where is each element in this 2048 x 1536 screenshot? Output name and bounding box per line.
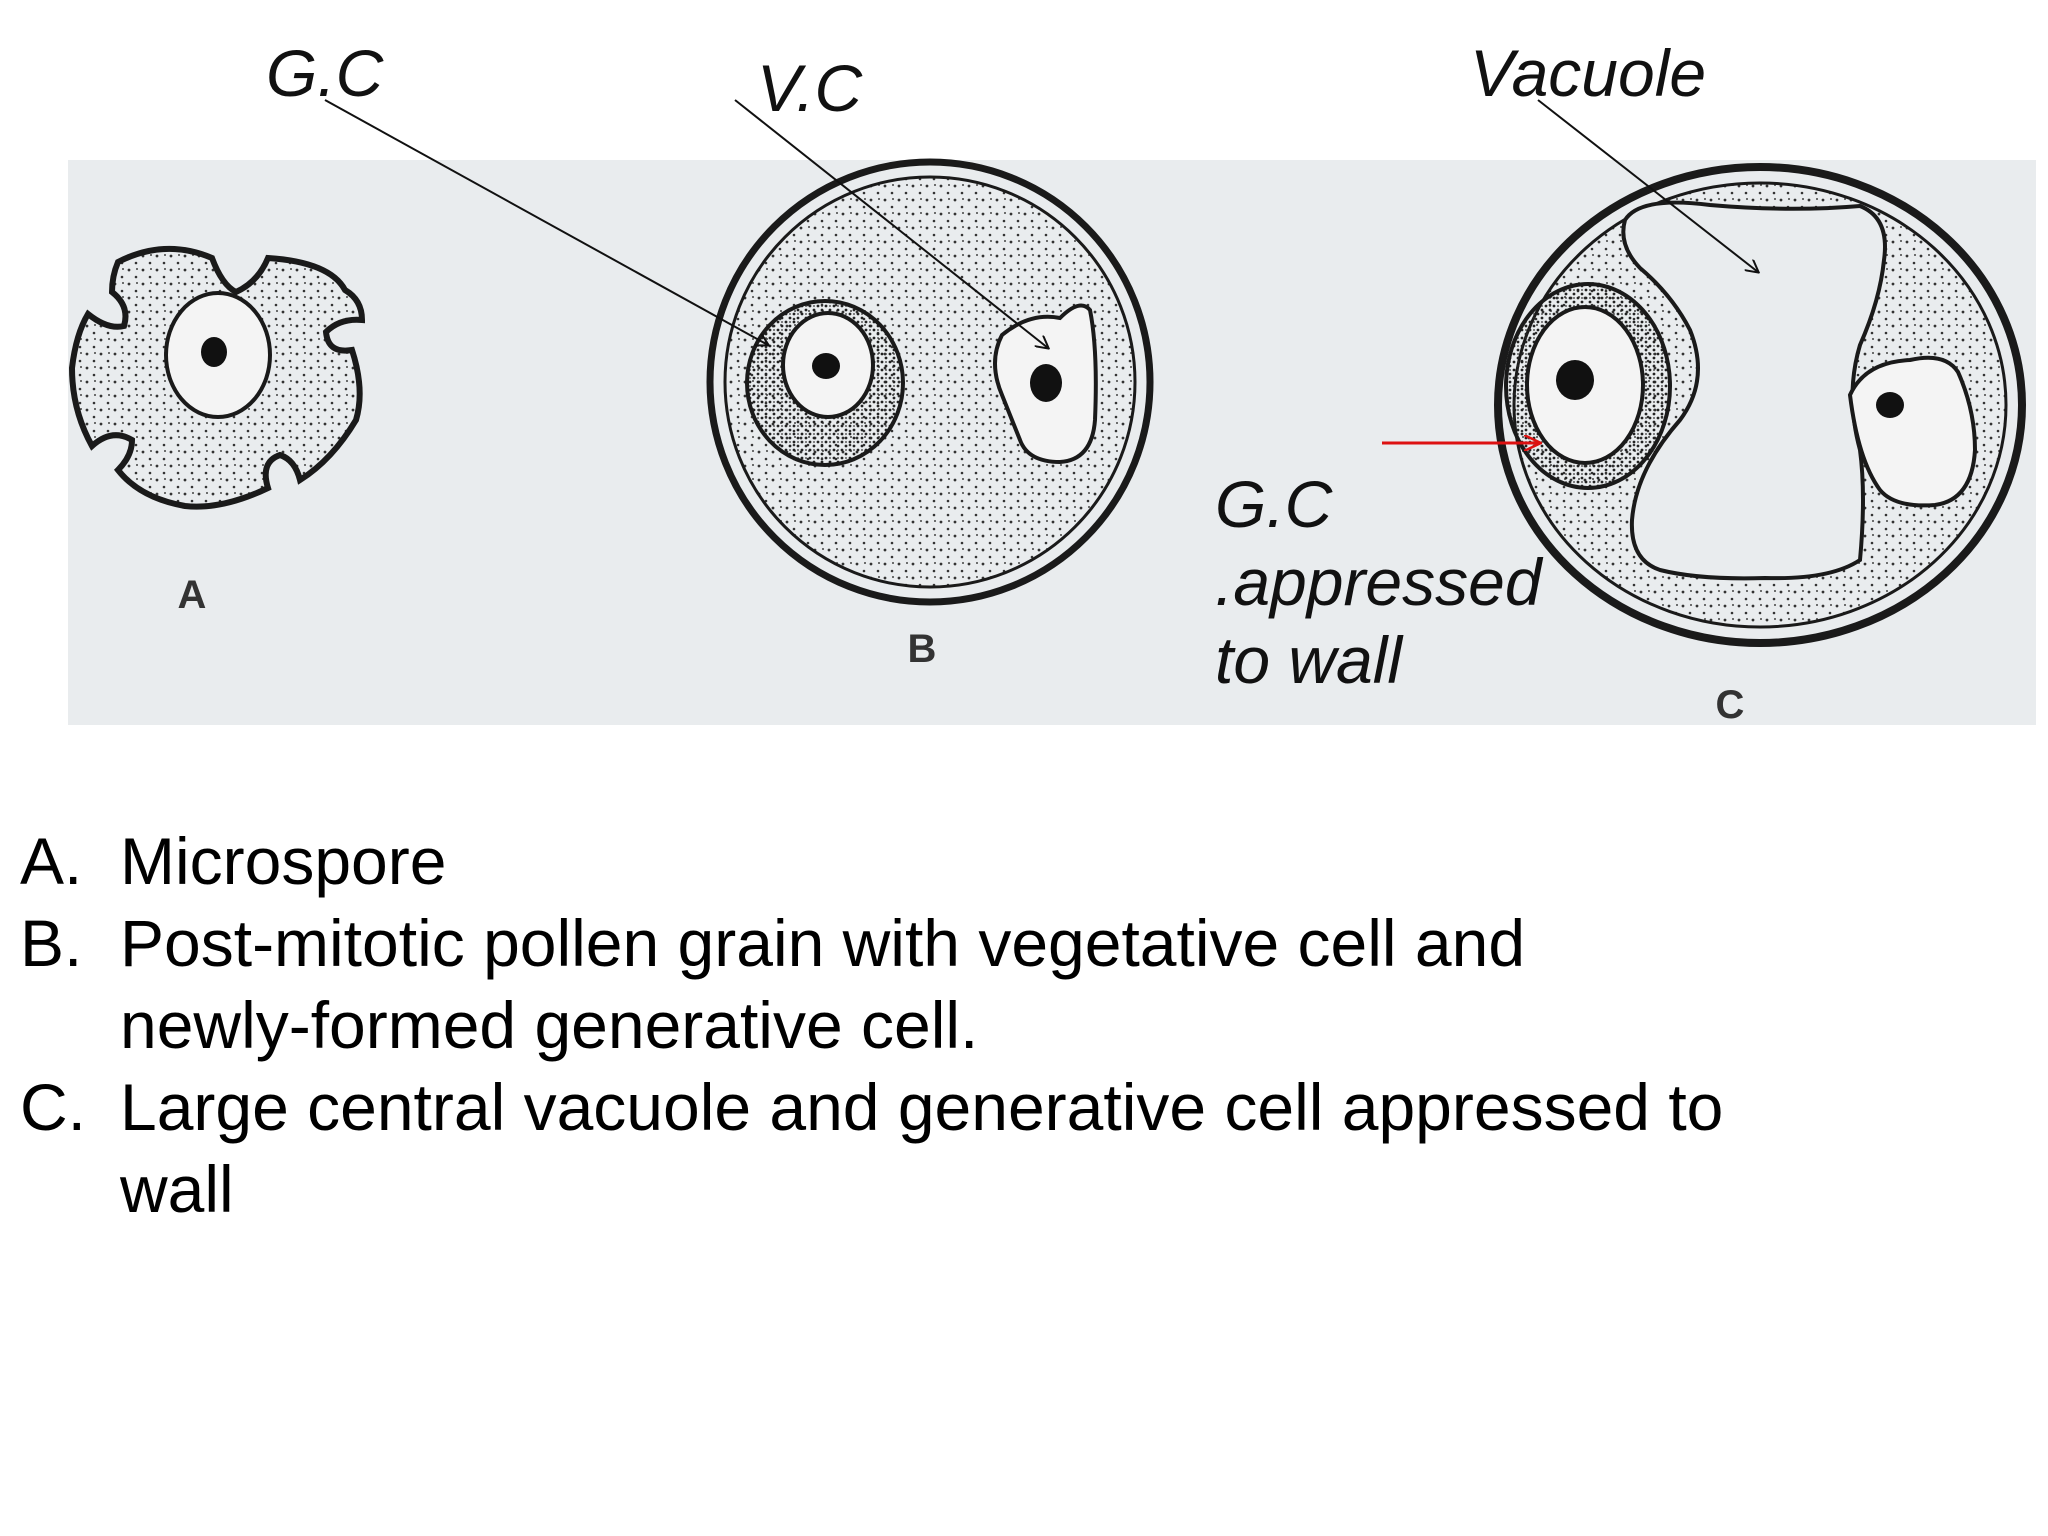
caption-letter: C. bbox=[20, 1070, 86, 1144]
pollen-development-figure: A B C bbox=[68, 99, 2036, 727]
panel-letter-b: B bbox=[908, 627, 937, 671]
caption-text: Microspore bbox=[120, 824, 447, 898]
caption-item-c: C. Large central vacuole and generative … bbox=[20, 1066, 1780, 1230]
caption-letter: B. bbox=[20, 906, 83, 980]
caption-text: Large central vacuole and generative cel… bbox=[120, 1070, 1724, 1226]
central-vacuole bbox=[1621, 200, 1887, 581]
vacuole-leader-line bbox=[1537, 99, 1758, 272]
microspore-drawing bbox=[68, 245, 366, 510]
label-gc-top: G.C bbox=[266, 36, 384, 110]
pollen-grain-b-drawing bbox=[706, 158, 1154, 606]
label-gc-appressed-line2: .appressed bbox=[1215, 545, 1542, 619]
panel-letter-a: A bbox=[178, 573, 207, 617]
caption-item-a: A. Microspore bbox=[20, 820, 1780, 902]
caption-letter: A. bbox=[20, 824, 83, 898]
label-vacuole: Vacuole bbox=[1470, 36, 1707, 110]
panel-letter-c: C bbox=[1716, 683, 1745, 727]
label-gc-appressed: G.C .appressed to wall bbox=[1215, 465, 1542, 699]
caption-text: Post-mitotic pollen grain with vegetativ… bbox=[120, 906, 1526, 1062]
caption-list: A. Microspore B. Post-mitotic pollen gra… bbox=[20, 820, 1780, 1230]
gc-leader-line bbox=[324, 99, 768, 345]
label-gc-appressed-line3: to wall bbox=[1215, 623, 1403, 697]
label-vc-top: V.C bbox=[757, 51, 863, 125]
vc-leader-line bbox=[734, 99, 1048, 348]
caption-item-b: B. Post-mitotic pollen grain with vegeta… bbox=[20, 902, 1780, 1066]
label-gc-appressed-line1: G.C bbox=[1215, 467, 1333, 541]
pollen-grain-c-drawing bbox=[1494, 163, 2026, 647]
